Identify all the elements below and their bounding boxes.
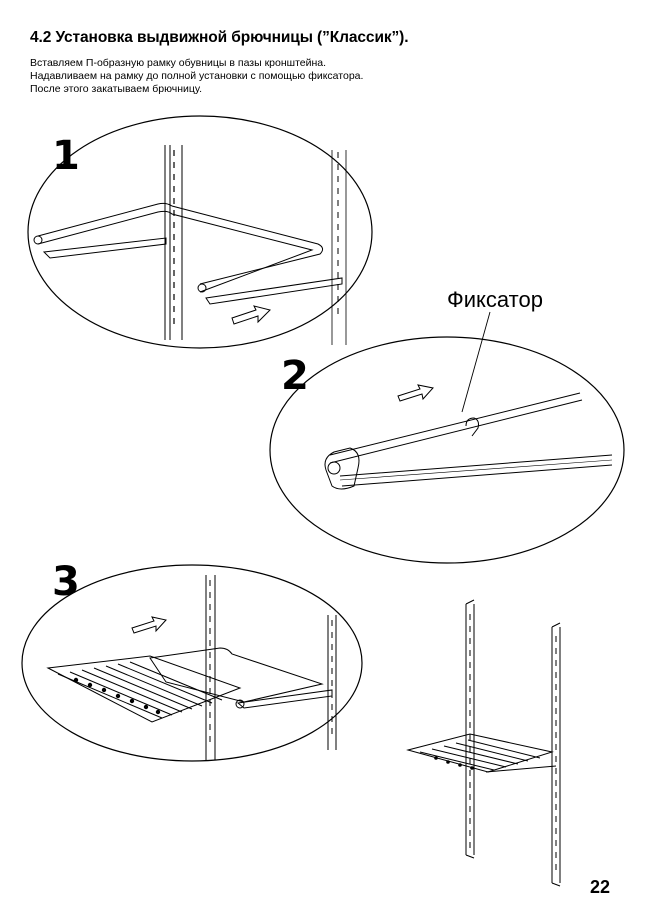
instruction-line: Надавливаем на рамку до полной установки… (30, 70, 364, 82)
step-number-2: 2 (281, 353, 309, 399)
instruction-line: После этого закатываем брючницу. (30, 83, 203, 95)
step3-illustration (21, 564, 363, 762)
callout-label: Фиксатор (447, 287, 543, 312)
section-title: 4.2 Установка выдвижной брючницы (”Класс… (30, 29, 409, 46)
step1-illustration (27, 115, 373, 349)
instructions: Вставляем П-образную рамку обувницы в па… (30, 57, 363, 96)
page-number: 22 (590, 877, 611, 897)
instruction-line: Вставляем П-образную рамку обувницы в па… (30, 57, 327, 69)
assembled-view (406, 599, 561, 887)
step-number-3: 3 (52, 559, 80, 605)
step2-illustration (269, 311, 625, 564)
step-number-1: 1 (52, 133, 80, 179)
